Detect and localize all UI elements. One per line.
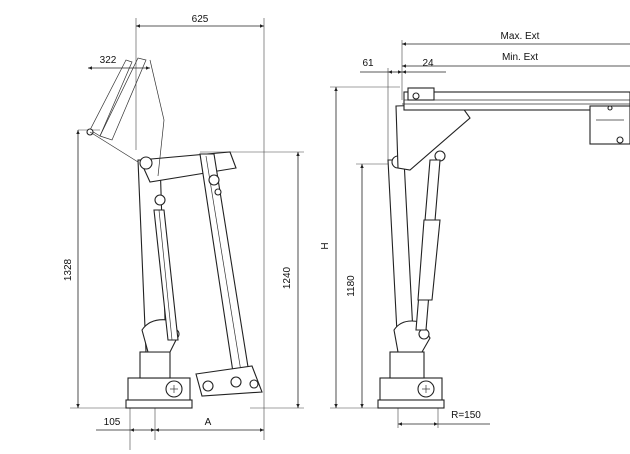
dim-label-24: 24 xyxy=(422,58,434,69)
dim-label-a: A xyxy=(205,417,212,428)
dim-label-105: 105 xyxy=(104,417,121,428)
dim-label-min-ext: Min. Ext xyxy=(502,52,538,63)
dim-label-61: 61 xyxy=(362,58,374,69)
left-stowed-arm-outer xyxy=(89,59,133,137)
dim-label-1180: 1180 xyxy=(346,275,357,297)
right-boom-head xyxy=(407,87,435,101)
dim-label-max-ext: Max. Ext xyxy=(501,31,540,42)
left-boom-head xyxy=(139,151,237,183)
dim-label-1240: 1240 xyxy=(282,266,293,289)
left-pivot xyxy=(139,156,153,170)
dim-label-1328: 1328 xyxy=(63,258,74,281)
right-boom-tip xyxy=(589,105,630,145)
right-telescopic-boom xyxy=(403,91,630,111)
left-jib xyxy=(199,153,253,393)
dim-label-h: H xyxy=(320,242,331,249)
left-base-plate xyxy=(125,399,193,409)
left-view: 625 322 1328 1240 105 A xyxy=(63,14,304,450)
dim-label-625: 625 xyxy=(192,14,209,25)
dim-label-r150: R=150 xyxy=(451,410,481,421)
left-hydraulic-cylinder xyxy=(153,209,179,341)
left-pedestal xyxy=(139,351,171,379)
right-pedestal xyxy=(389,351,425,379)
dim-label-322: 322 xyxy=(100,55,117,66)
right-base-plate xyxy=(377,399,445,409)
right-view: Max. Ext Min. Ext 61 24 H 1180 R=150 xyxy=(320,31,630,428)
